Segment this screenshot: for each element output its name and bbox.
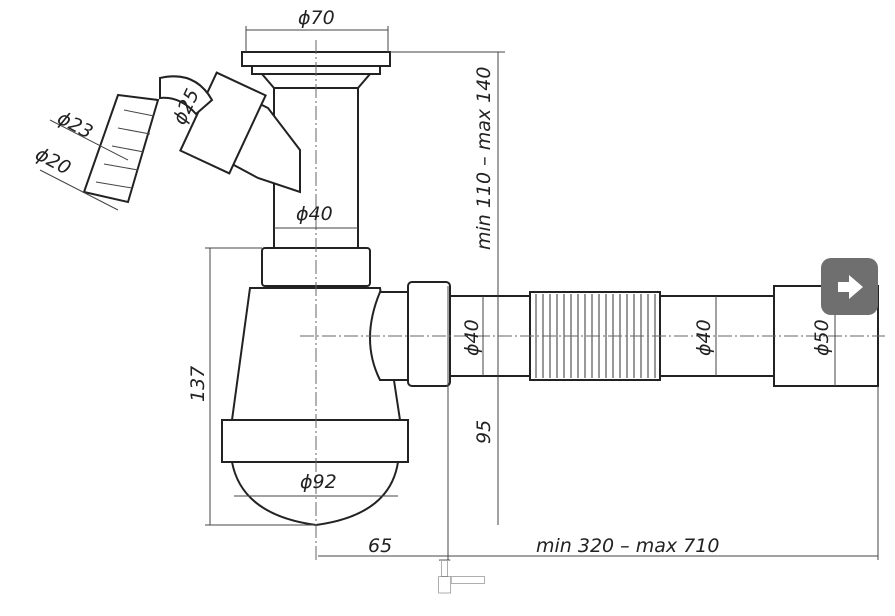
inlet-elbow	[159, 75, 214, 116]
arrow-right-icon	[837, 274, 863, 299]
bowl-ring	[221, 419, 409, 463]
next-image-button[interactable]	[821, 258, 878, 315]
dim-d70: ϕ70	[298, 7, 335, 29]
image-thumbnail[interactable]	[422, 556, 486, 600]
hose-barb	[82, 93, 160, 204]
dim-137: 137	[187, 366, 209, 402]
dim-d40-vertical: ϕ40	[296, 203, 333, 225]
dim-d50: ϕ50	[811, 319, 833, 356]
dim-d40-outlet: ϕ40	[461, 319, 483, 356]
dim-95: 95	[473, 420, 495, 444]
dim-height-range: min 110 – max 140	[473, 67, 495, 250]
dim-65: 65	[368, 535, 392, 557]
dim-d40-pipe: ϕ40	[693, 319, 715, 356]
dim-d20: ϕ20	[32, 143, 75, 180]
dim-d23: ϕ23	[54, 107, 97, 144]
outlet-nut	[407, 281, 451, 387]
dim-d92: ϕ92	[300, 471, 337, 493]
dim-length-range: min 320 – max 710	[536, 535, 719, 557]
